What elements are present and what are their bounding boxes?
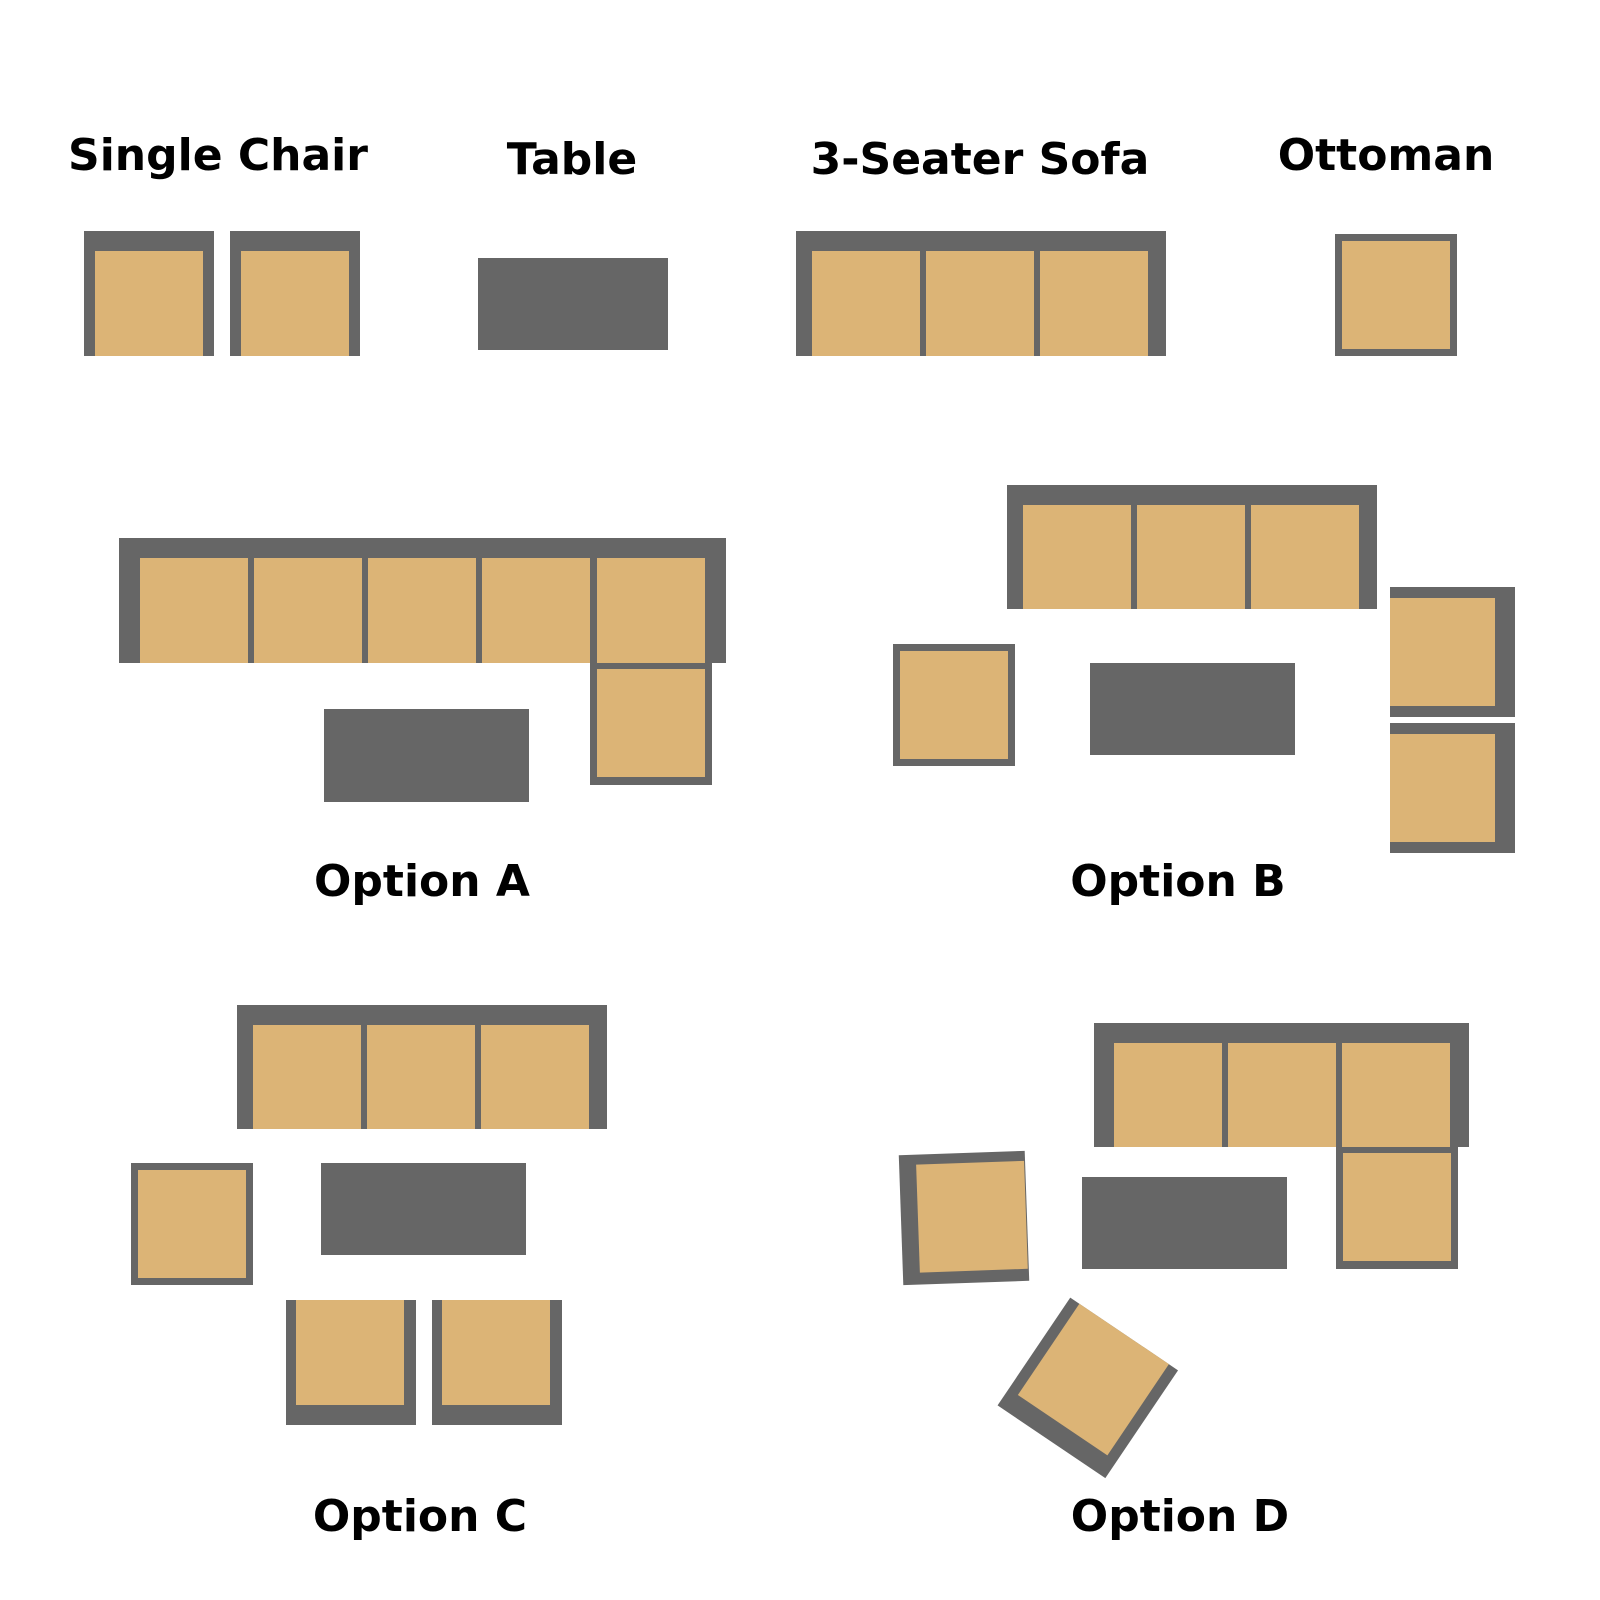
seat-cushion xyxy=(254,558,362,663)
option-b-layout xyxy=(893,485,1515,853)
seat-cushion xyxy=(1251,505,1359,609)
seat-cushion xyxy=(812,251,920,356)
seat-cushion xyxy=(1342,241,1450,349)
legend-sofa xyxy=(796,231,1166,356)
legend-ottoman xyxy=(1335,234,1457,356)
furniture-frame xyxy=(324,709,529,802)
seat-cushion xyxy=(368,558,476,663)
legend-single-chair-label: Single Chair xyxy=(68,130,368,181)
legend-single-chair-left xyxy=(84,231,214,356)
option-a-label: Option A xyxy=(314,856,530,907)
seat-cushion xyxy=(253,1025,361,1129)
legend-single-chair-right xyxy=(230,231,360,356)
seat-cushion xyxy=(482,558,590,663)
option-b-label: Option B xyxy=(1070,856,1286,907)
seat-cushion xyxy=(1017,1303,1169,1456)
seat-cushion xyxy=(367,1025,475,1129)
option-d-layout xyxy=(898,1023,1469,1479)
furniture-frame xyxy=(1090,663,1295,755)
seat-cushion xyxy=(1137,505,1245,609)
seat-cushion xyxy=(241,251,349,356)
seat-cushion xyxy=(481,1025,589,1129)
seat-cushion xyxy=(1342,1043,1450,1147)
seat-cushion xyxy=(926,251,1034,356)
legend-ottoman-label: Ottoman xyxy=(1277,130,1495,181)
seat-cushion xyxy=(442,1300,550,1405)
seat-cushion xyxy=(1023,505,1131,609)
seat-cushion xyxy=(1390,598,1495,706)
seat-cushion xyxy=(95,251,203,356)
seat-cushion xyxy=(296,1300,404,1405)
seat-cushion xyxy=(597,558,705,663)
option-a-layout xyxy=(119,538,726,802)
seat-cushion xyxy=(1040,251,1148,356)
seat-cushion xyxy=(916,1160,1028,1273)
legend-sofa-label: 3-Seater Sofa xyxy=(810,134,1150,185)
option-c-label: Option C xyxy=(312,1491,528,1542)
furniture-frame xyxy=(1082,1177,1287,1269)
legend-table xyxy=(478,258,668,350)
option-c-layout xyxy=(131,1005,607,1425)
seat-cushion xyxy=(597,669,705,777)
seat-cushion xyxy=(900,651,1008,759)
legend-table-label: Table xyxy=(506,134,638,185)
seat-cushion xyxy=(1228,1043,1336,1147)
seat-cushion xyxy=(1390,734,1495,842)
furniture-frame xyxy=(321,1163,526,1255)
option-d-label: Option D xyxy=(1070,1491,1290,1542)
seat-cushion xyxy=(138,1170,246,1278)
seat-cushion xyxy=(140,558,248,663)
seat-cushion xyxy=(1114,1043,1222,1147)
seat-cushion xyxy=(1343,1153,1451,1261)
